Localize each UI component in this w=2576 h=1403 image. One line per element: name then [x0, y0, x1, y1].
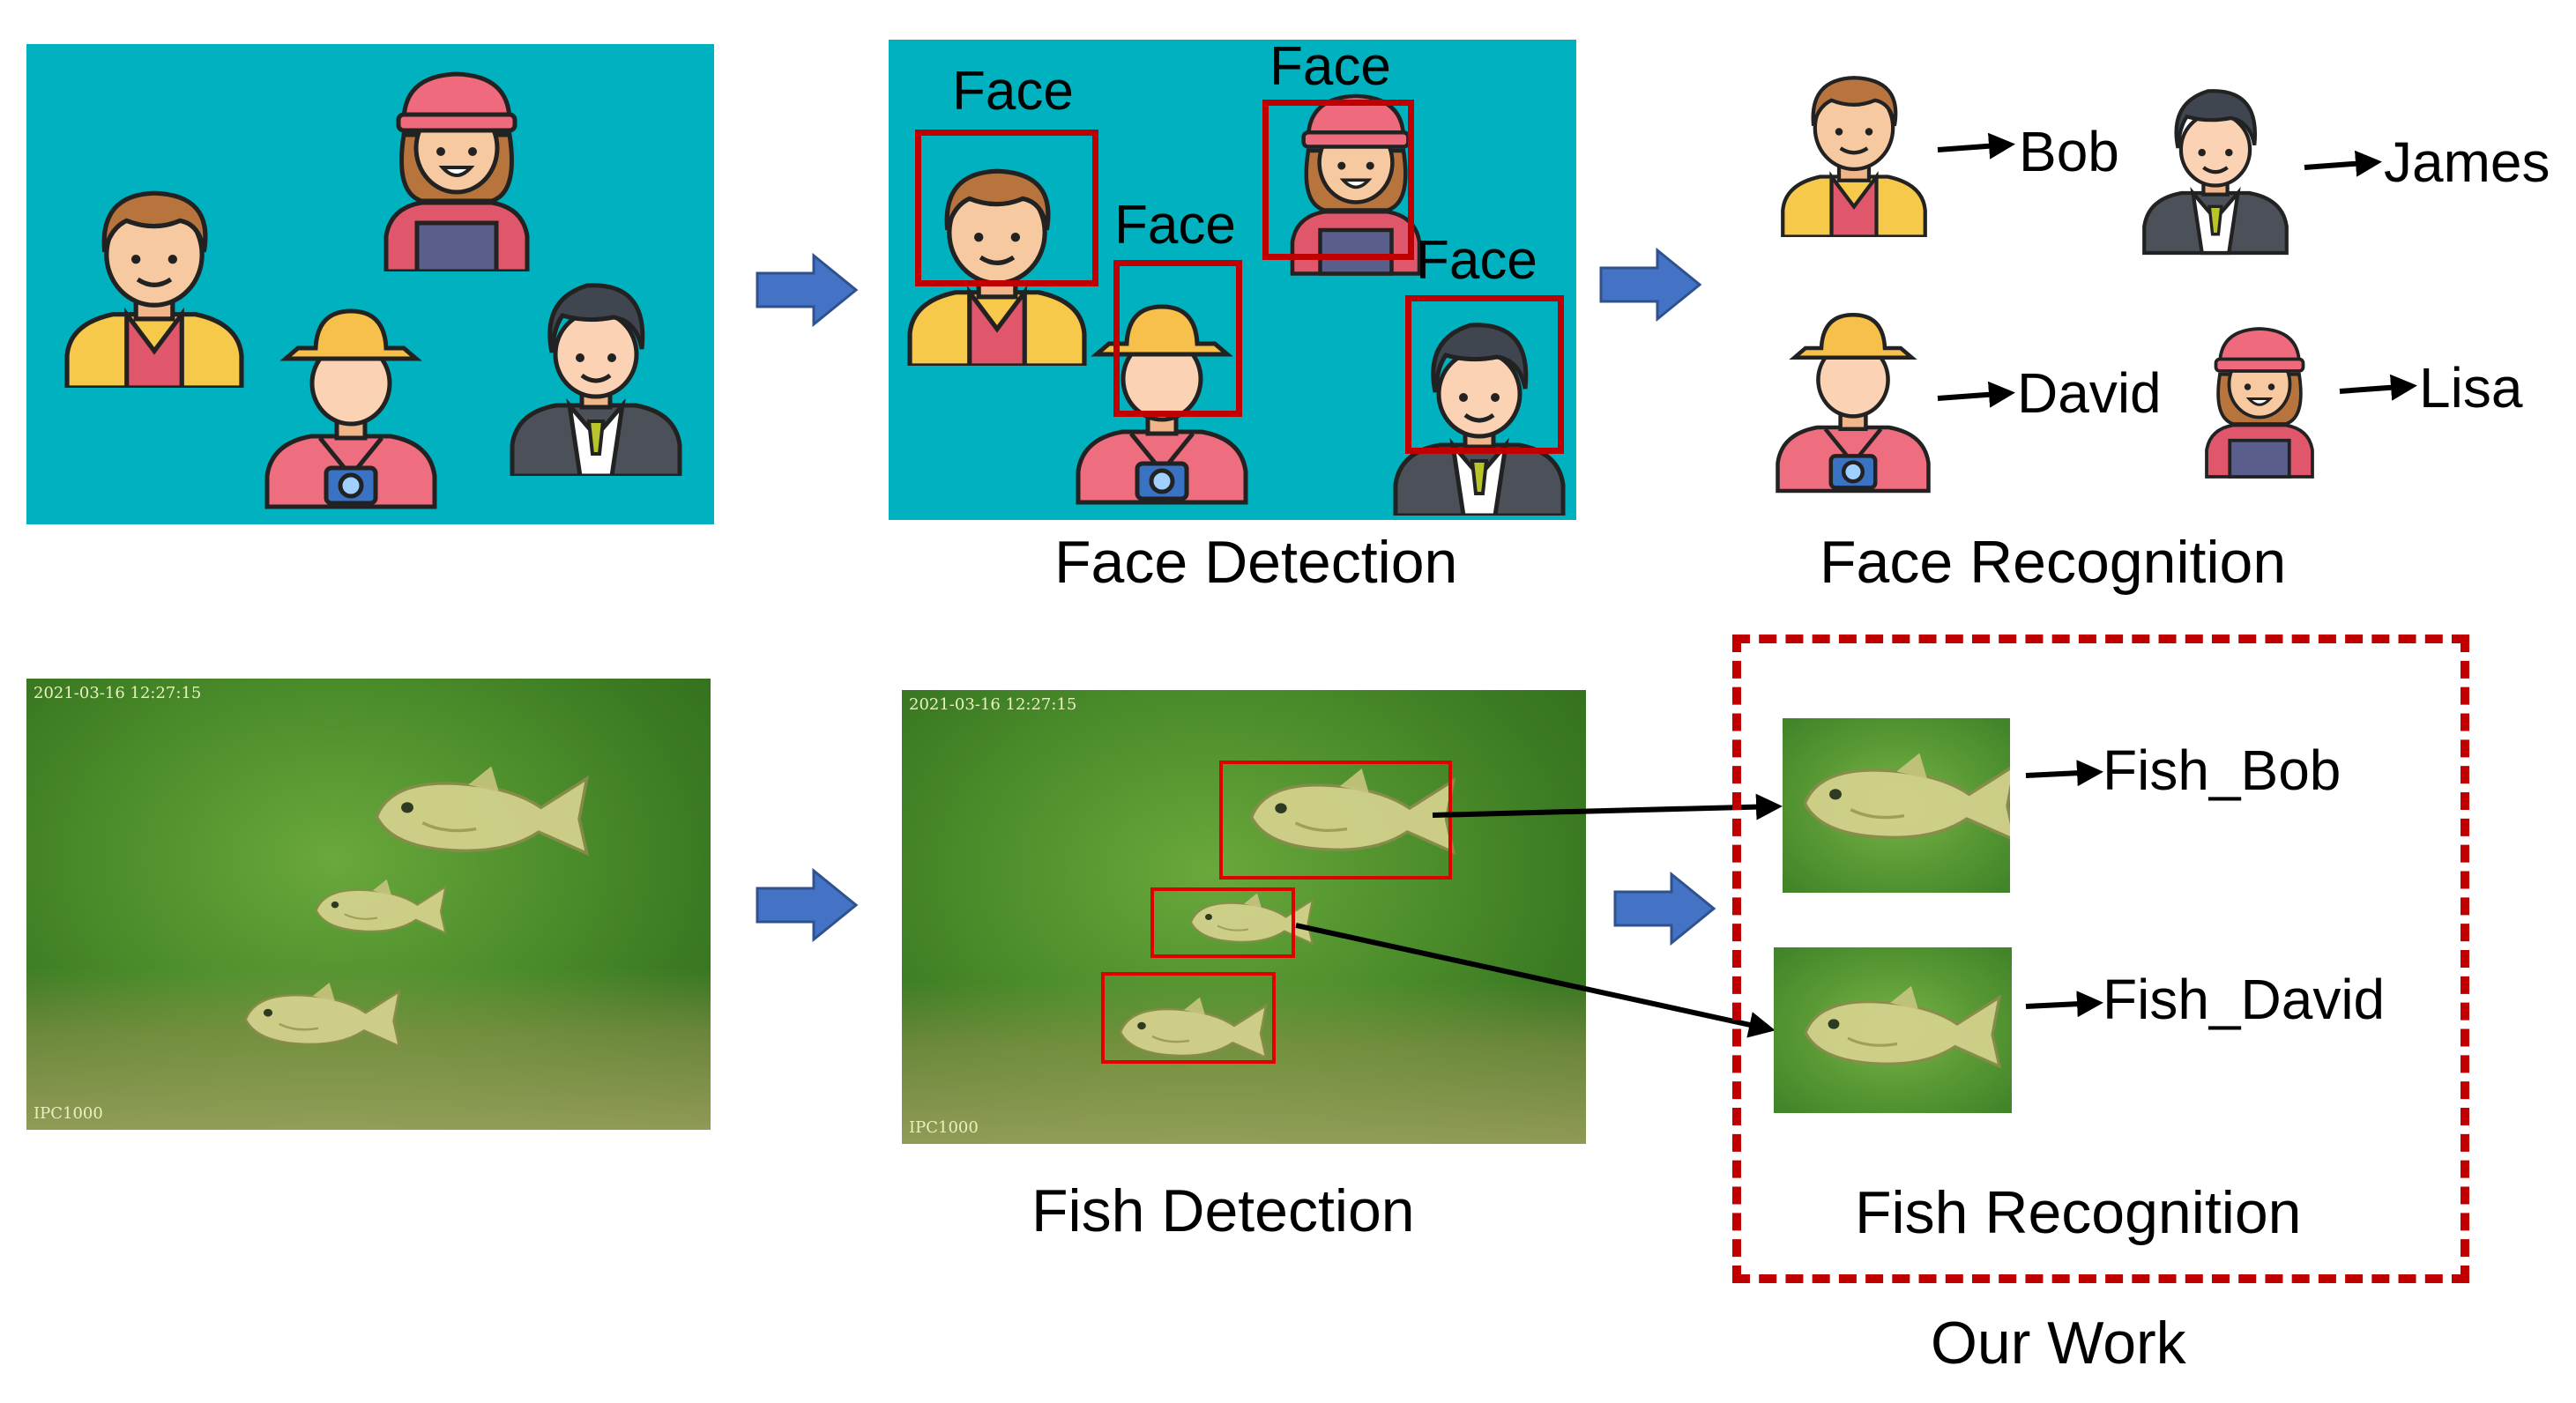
fish-crop-bob [1783, 718, 2010, 893]
our-work-caption: Our Work [1931, 1310, 2186, 1377]
face-bounding-box [915, 130, 1098, 286]
face-bounding-box [1113, 260, 1242, 417]
fish-bounding-box [1150, 887, 1295, 958]
face-tag: Face [1114, 195, 1236, 256]
camera-id: IPC1000 [34, 1104, 103, 1123]
fish-bounding-box [1219, 761, 1452, 880]
face-bounding-box [1262, 100, 1414, 260]
face-recognition-caption: Face Recognition [1820, 529, 2287, 596]
fish-detection-caption: Fish Detection [1031, 1177, 1415, 1244]
fish-recognition-caption: Fish Recognition [1855, 1179, 2302, 1246]
video-timestamp: 2021-03-16 12:27:15 [34, 684, 202, 702]
arrow-icon [2025, 760, 2103, 787]
fish-icon [1791, 965, 2003, 1097]
fish-detection-frame: 2021-03-16 12:27:15 IPC1000 [902, 690, 1586, 1144]
underwater-frame: 2021-03-16 12:27:15 IPC1000 [26, 679, 711, 1130]
name-fish-david: Fish_David [2103, 968, 2386, 1031]
fish-crop-david [1774, 947, 2012, 1113]
fish-bounding-box [1101, 972, 1276, 1064]
our-work-frame [1732, 635, 2469, 1283]
arrow-icon [2025, 991, 2103, 1018]
fish-icon [1790, 736, 2010, 868]
face-detection-caption: Face Detection [1054, 529, 1458, 596]
name-fish-bob: Fish_Bob [2103, 739, 2341, 802]
camera-id: IPC1000 [909, 1118, 979, 1137]
face-detection-panel: Face Face Face Face [889, 40, 1576, 520]
video-timestamp: 2021-03-16 12:27:15 [909, 695, 1077, 714]
face-tag: Face [1269, 36, 1391, 97]
face-tag: Face [952, 61, 1074, 122]
people-panel [26, 44, 714, 524]
face-bounding-box [1405, 295, 1564, 454]
face-tag: Face [1416, 230, 1537, 291]
